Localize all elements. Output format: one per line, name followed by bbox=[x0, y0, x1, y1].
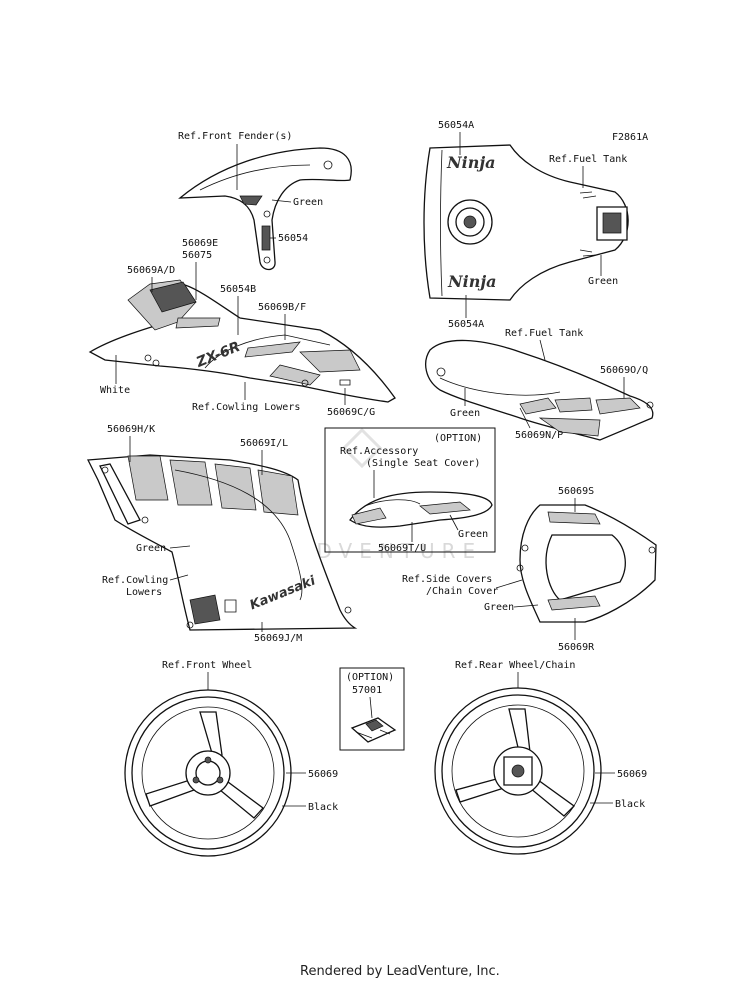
part-56069j-m-label: 56069J/M bbox=[254, 633, 302, 644]
option-box-57001 bbox=[339, 667, 405, 751]
part-56069c-g-label: 56069C/G bbox=[327, 407, 375, 418]
ref-cowling-lowers-line2: Lowers bbox=[126, 587, 162, 598]
upper-fairing[interactable]: ZX-6R bbox=[88, 279, 396, 403]
ninja-logo-bottom: Ninja bbox=[447, 272, 497, 291]
green-cowl-label: Green bbox=[136, 543, 166, 554]
part-56069n-p-label: 56069N/P bbox=[515, 430, 563, 441]
option-label-1: (OPTION) bbox=[434, 433, 482, 444]
ref-rear-wheel-label: Ref.Rear Wheel/Chain bbox=[455, 660, 575, 671]
part-56069r-label: 56069R bbox=[558, 642, 595, 653]
part-56069o-q-label: 56069O/Q bbox=[600, 365, 648, 376]
black-rear-label: Black bbox=[615, 799, 645, 810]
part-56069-front-wheel-label: 56069 bbox=[308, 769, 338, 780]
ref-fuel-tank-top-label: Ref.Fuel Tank bbox=[549, 154, 627, 165]
ref-accessory-label: Ref.Accessory bbox=[340, 446, 418, 457]
part-56069s-label: 56069S bbox=[558, 486, 594, 497]
option-label-2: (OPTION) bbox=[346, 672, 394, 683]
green-tank-label: Green bbox=[588, 276, 618, 287]
green-seat-cover-label: Green bbox=[458, 529, 488, 540]
part-56069e-label: 56069E bbox=[182, 238, 218, 249]
ninja-logo-top: Ninja bbox=[446, 153, 496, 172]
green-side-label: Green bbox=[484, 602, 514, 613]
ref-side-covers-line2: /Chain Cover bbox=[426, 586, 498, 597]
part-56075-label: 56075 bbox=[182, 250, 212, 261]
part-56054a-bottom-label: 56054A bbox=[448, 319, 484, 330]
ref-fuel-tank-side-label: Ref.Fuel Tank bbox=[505, 328, 583, 339]
ref-side-covers-line1: Ref.Side Covers bbox=[402, 574, 492, 585]
part-56069-rear-wheel-label: 56069 bbox=[617, 769, 647, 780]
decal-applicator-57001[interactable] bbox=[350, 717, 397, 743]
tail-section[interactable] bbox=[516, 504, 657, 623]
single-seat-cover[interactable] bbox=[349, 491, 493, 528]
footer-credit: Rendered by LeadVenture, Inc. bbox=[300, 964, 500, 979]
part-56054b-label: 56054B bbox=[220, 284, 256, 295]
green-tank-side-label: Green bbox=[450, 408, 480, 419]
part-56054-label: 56054 bbox=[278, 233, 308, 244]
ref-front-fender-label: Ref.Front Fender(s) bbox=[178, 131, 292, 142]
green-fender-label: Green bbox=[293, 197, 323, 208]
single-seat-cover-label: (Single Seat Cover) bbox=[366, 458, 480, 469]
ref-front-wheel-label: Ref.Front Wheel bbox=[162, 660, 252, 671]
front-fender[interactable] bbox=[178, 147, 352, 271]
white-label: White bbox=[100, 385, 130, 396]
option-box-seat-cover bbox=[324, 427, 496, 553]
part-57001-label: 57001 bbox=[352, 685, 382, 696]
rear-wheel[interactable] bbox=[434, 687, 602, 855]
part-56069a-d-label: 56069A/D bbox=[127, 265, 175, 276]
fuel-tank-top-view[interactable]: Ninja Ninja bbox=[423, 144, 629, 301]
front-wheel[interactable] bbox=[124, 689, 292, 857]
part-56069h-k-label: 56069H/K bbox=[107, 424, 155, 435]
part-56069t-u-label: 56069T/U bbox=[378, 543, 426, 554]
ref-cowling-lowers-line1: Ref.Cowling bbox=[102, 575, 168, 586]
part-56054a-top-label: 56054A bbox=[438, 120, 474, 131]
part-56069i-l-label: 56069I/L bbox=[240, 438, 288, 449]
fuel-tank-side-view[interactable] bbox=[425, 339, 654, 441]
black-front-label: Black bbox=[308, 802, 338, 813]
diagram-code: F2861A bbox=[612, 132, 648, 143]
ref-cowling-lowers-upper-label: Ref.Cowling Lowers bbox=[192, 402, 300, 413]
part-56069b-f-label: 56069B/F bbox=[258, 302, 306, 313]
side-fairing[interactable]: Kawasaki bbox=[86, 454, 358, 631]
